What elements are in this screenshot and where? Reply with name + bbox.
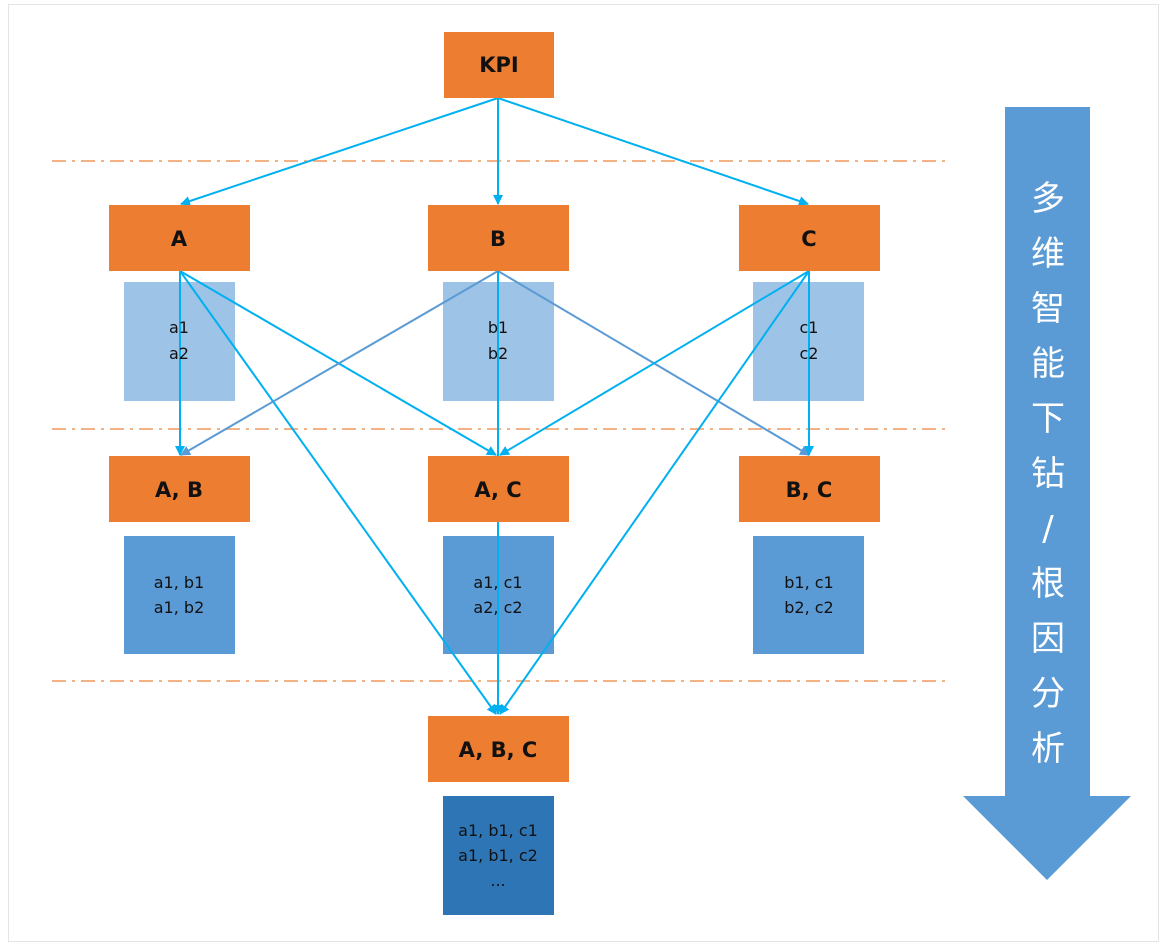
node-c-box (739, 205, 880, 271)
arrow-char-6: 钻 (1031, 454, 1065, 494)
node-c-label: C (801, 227, 816, 251)
value-ac-1: a1, c1 (473, 573, 522, 592)
arrow-char-7: / (1042, 509, 1054, 549)
value-labels: a1 a2 b1 b2 c1 c2 a1, b1 a1, b2 a1, c1 a… (154, 318, 834, 890)
value-bc-1: b1, c1 (784, 573, 833, 592)
arrow-char-1: 多 (1031, 179, 1065, 219)
value-c-1: c1 (800, 318, 819, 337)
node-ab-label: A, B (155, 478, 203, 502)
node-kpi-label: KPI (479, 53, 518, 77)
node-bc-box (739, 456, 880, 522)
arrow-char-11: 析 (1031, 729, 1065, 769)
drill-down-arrow: 多 维 智 能 下 钻 / 根 因 分 析 (963, 107, 1131, 880)
edge-c-ac (499, 270, 810, 456)
node-b-box (428, 205, 569, 271)
edge-b-ab (180, 270, 499, 456)
node-a-box (109, 205, 250, 271)
values-box-bc (753, 536, 864, 654)
arrow-char-2: 维 (1031, 234, 1065, 274)
node-ac-box (428, 456, 569, 522)
node-abc-label: A, B, C (459, 738, 538, 762)
diagram-frame (8, 4, 1159, 942)
values-box-ab (124, 536, 235, 654)
node-kpi-box (444, 32, 554, 98)
node-bc-label: B, C (786, 478, 833, 502)
edge-kpi-a (180, 97, 499, 206)
arrow-char-10: 分 (1031, 674, 1065, 714)
drill-down-arrow-text: 多 维 智 能 下 钻 / 根 因 分 析 (1031, 179, 1065, 769)
value-abc-1: a1, b1, c1 (458, 821, 538, 840)
value-ac-2: a2, c2 (473, 598, 522, 617)
value-ab-2: a1, b2 (154, 598, 205, 617)
node-abc-box (428, 716, 569, 782)
arrow-char-9: 因 (1031, 619, 1065, 659)
drill-down-arrow-shape (963, 107, 1131, 880)
value-abc-3: ... (490, 871, 505, 890)
value-bc-2: b2, c2 (784, 598, 833, 617)
value-a-1: a1 (169, 318, 189, 337)
nodes (109, 32, 880, 782)
edges (175, 97, 814, 715)
arrow-char-5: 下 (1031, 399, 1065, 439)
node-b-label: B (490, 227, 506, 251)
value-b-2: b2 (488, 344, 508, 363)
arrow-char-3: 智 (1031, 289, 1065, 329)
node-a-label: A (171, 227, 188, 251)
value-b-1: b1 (488, 318, 508, 337)
node-labels: KPI A B C A, B A, C B, C A, B, C (155, 53, 832, 762)
edge-c-abc (499, 270, 810, 715)
value-a-2: a2 (169, 344, 189, 363)
values-box-abc (443, 796, 554, 915)
edge-kpi-c (497, 97, 809, 206)
value-c-2: c2 (800, 344, 819, 363)
arrow-char-8: 根 (1031, 564, 1065, 604)
value-abc-2: a1, b1, c2 (458, 846, 538, 865)
arrow-char-4: 能 (1031, 344, 1065, 384)
node-ac-label: A, C (474, 478, 521, 502)
node-ab-box (109, 456, 250, 522)
value-ab-1: a1, b1 (154, 573, 205, 592)
edge-a-abc (179, 270, 497, 715)
